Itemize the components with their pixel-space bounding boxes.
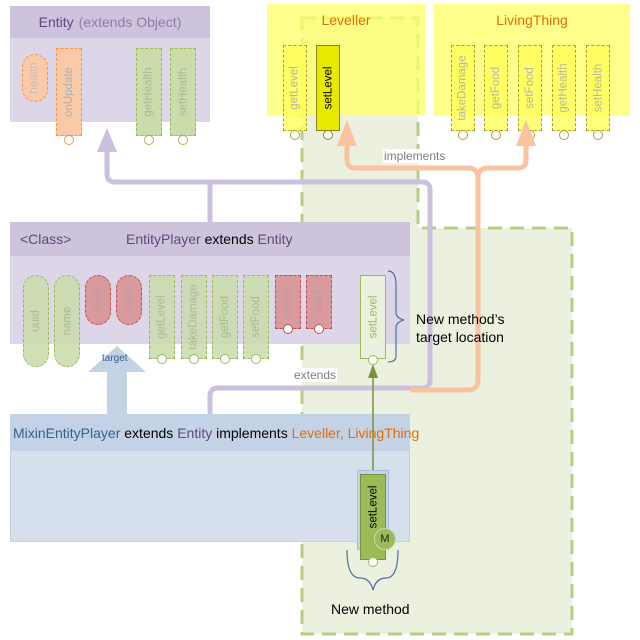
socket-icon [314,324,324,334]
new-method-brace [346,549,399,591]
livingthing-method-sethealth[interactable]: setHealth [586,45,610,131]
socket-icon [368,557,378,567]
socket-icon [220,354,230,364]
mixin-interfaces: Leveller, LivingThing [291,425,420,441]
entity-method-sethealth[interactable]: setHealth [170,48,196,136]
mixin-header: MixinEntityPlayer extends Entity impleme… [11,415,419,451]
socket-icon [323,130,333,140]
leveller-title: Leveller [321,12,371,28]
socket-icon [144,135,154,145]
socket-icon [178,135,188,145]
entity-title: Entity [38,14,74,30]
entity-title-suffix: (extends Object) [78,14,182,30]
entityplayer-stereotype: <Class> [20,231,72,247]
implements-label: implements [383,149,447,163]
implements-arrowhead-leveller [337,120,357,146]
entity-method-gethealth[interactable]: getHealth [136,48,162,136]
mixin-badge-icon: M [374,528,396,550]
entityplayer-method-getlevel[interactable]: getLevel [149,275,175,359]
target-brace [387,270,405,363]
livingthing-method-setfood[interactable]: setFood [518,45,542,131]
socket-icon [559,130,569,140]
livingthing-header: LivingThing [434,4,630,36]
entityplayer-field-uuid[interactable]: uuid [23,275,49,367]
entity-field-health[interactable]: health [22,54,48,102]
livingthing-title: LivingThing [496,12,568,28]
target-arrow [88,346,146,414]
socket-icon [593,130,603,140]
mixin-class: MixinEntityPlayer extends Entity impleme… [10,414,419,542]
entityplayer-method-setfood[interactable]: setFood [243,275,269,359]
entityplayer-header: <Class> EntityPlayer extends Entity [10,222,410,256]
inject-arrowhead [368,364,378,378]
entityplayer-parent: Entity [257,231,293,247]
socket-icon [290,130,300,140]
entityplayer-field-food[interactable]: food [116,275,142,325]
entityplayer-extends-keyword: extends [204,231,254,247]
new-method-label: New method [331,601,410,617]
socket-icon [189,354,199,364]
implements-arrowhead-livingthing [516,120,536,146]
socket-icon [251,354,261,364]
mixin-title: MixinEntityPlayer [13,425,121,441]
entityplayer-method-update[interactable]: update [275,275,301,329]
entityplayer-method-getfood[interactable]: getFood [212,275,238,359]
socket-icon [64,135,74,145]
entity-header: Entity (extends Object) [10,6,210,38]
extends-connector [104,142,433,414]
entityplayer-title: EntityPlayer [126,231,201,247]
implements-connector [344,140,529,393]
livingthing-method-takedamage[interactable]: takeDamage [451,45,475,131]
entityplayer-field-level[interactable]: level [85,275,111,325]
socket-icon [491,130,501,140]
leveller-method-getlevel[interactable]: getLevel [283,45,307,131]
socket-icon [458,130,468,140]
entityplayer-method-load[interactable]: load [306,275,332,329]
entityplayer-field-name[interactable]: name [54,275,80,367]
socket-icon [157,354,167,364]
entityplayer-method-takedamage[interactable]: takeDamage [181,275,207,359]
mixin-method-setlevel[interactable]: setLevel [360,474,386,560]
entity-method-onupdate[interactable]: onUpdate [56,48,82,136]
extends-label: extends [293,368,338,382]
entityplayer-new-setlevel-slot[interactable]: setLevel [360,275,386,359]
target-location-label: New method’s target location [416,311,505,345]
leveller-header: Leveller [267,4,425,36]
socket-icon [283,324,293,334]
leveller-method-setlevel[interactable]: setLevel [316,45,340,131]
extends-arrowhead [97,128,117,152]
target-label: target [102,353,128,364]
